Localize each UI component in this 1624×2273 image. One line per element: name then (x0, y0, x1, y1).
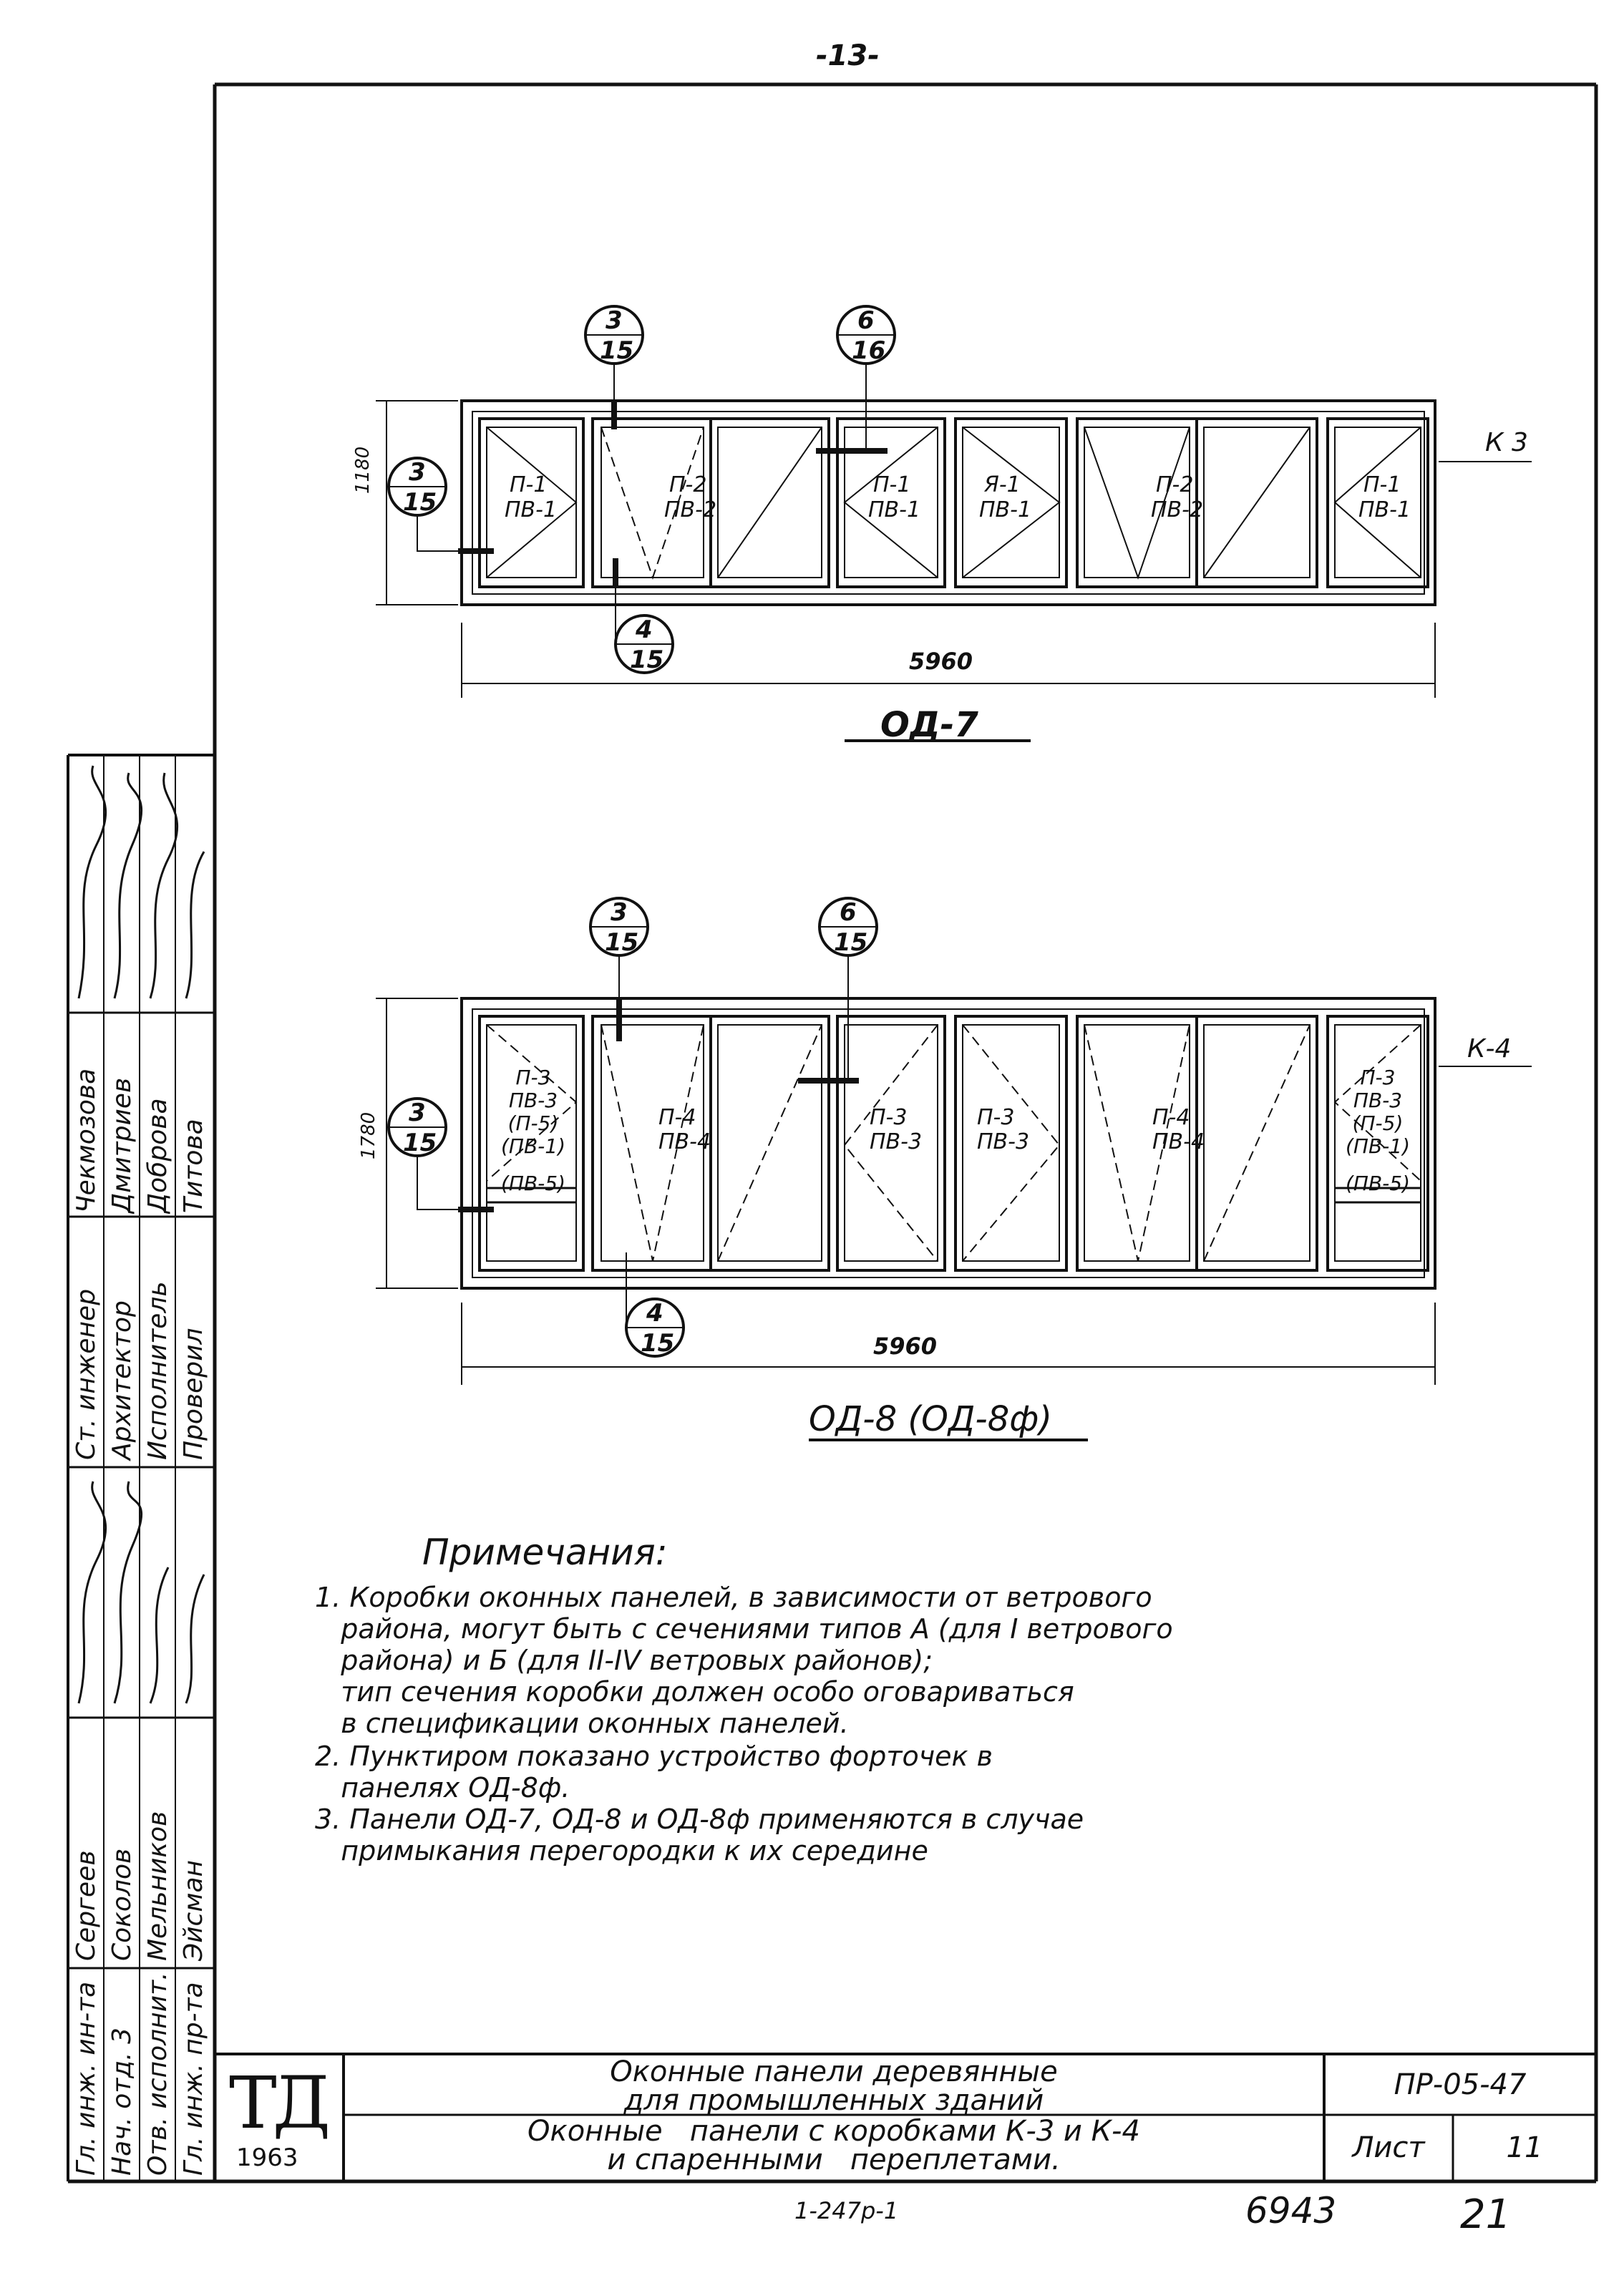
panel-label: (ПВ-5) (1345, 1172, 1411, 1195)
callout-1-den: 15 (600, 336, 634, 365)
signature-scribbles (77, 765, 205, 1704)
panel-label: ПВ-2 (664, 497, 717, 522)
note-item: 2. Пунктиром показано устройство форточе… (315, 1741, 993, 1804)
panel-label: (П-5) (507, 1111, 559, 1135)
panel-label-stack: П-3 ПВ-3 (П-5) (ПВ-1) (ПВ-5) (494, 1066, 573, 1195)
width-dimension: 5960 (873, 1333, 938, 1360)
callout-2-den: 16 (852, 336, 886, 365)
panel-label: П-3 (870, 1105, 908, 1130)
panel-label-stack: П-3 ПВ-3 (870, 1106, 922, 1154)
stamp-name: Дмитриев (107, 1077, 137, 1213)
panel-label: (П-5) (1352, 1111, 1404, 1135)
callout-3-num: 3 (409, 458, 426, 487)
panel-label: П-1 (510, 472, 548, 497)
callout-4-den: 15 (641, 1329, 675, 1358)
callout-2-den: 15 (834, 928, 868, 957)
callout-2-num: 6 (840, 898, 857, 927)
stamp-name: Чекмозова (72, 1068, 101, 1213)
width-dimension: 5960 (909, 648, 973, 675)
panel-label: ПВ-1 (868, 497, 921, 522)
panel-label: П-3 (515, 1066, 551, 1089)
drawing-title: ОД-8 (ОД-8ф) (809, 1399, 1053, 1439)
note-item: 3. Панели ОД-7, ОД-8 и ОД-8ф применяются… (315, 1804, 1084, 1866)
panel-label: (ПВ-5) (500, 1172, 566, 1195)
callout-4-num: 4 (636, 615, 653, 644)
stamp-name: Мельников (143, 1811, 172, 1961)
panel-label: П-3 (1360, 1066, 1396, 1089)
panel-label: П-1 (1363, 472, 1401, 497)
panel-label: ПВ-3 (977, 1129, 1030, 1154)
sheet-number: 11 (1506, 2131, 1543, 2164)
frame-mark: К-4 (1467, 1034, 1512, 1064)
title-sub: Оконные панели с коробками К-3 и К-4 и с… (527, 2115, 1140, 2176)
panel-label: ПВ-2 (1151, 497, 1204, 522)
drawing-code: ПР-05-47 (1394, 2068, 1527, 2101)
callout-1-num: 3 (606, 306, 623, 335)
panel-label-stack: П-4 ПВ-4 (658, 1106, 711, 1154)
callout-1-num: 3 (611, 898, 628, 927)
panel-label: ПВ-4 (1152, 1129, 1205, 1154)
callout-2-num: 6 (857, 306, 875, 335)
notes-title: Примечания: (422, 1532, 668, 1573)
callout-3-num: 3 (409, 1099, 426, 1127)
panel-label: ПВ-1 (1358, 497, 1411, 522)
panel-label: ПВ-3 (870, 1129, 923, 1154)
title-main: Оконные панели деревянные для промышленн… (610, 2055, 1058, 2117)
drawing-title: ОД-7 (880, 705, 978, 745)
panel-label: П-3 (977, 1105, 1015, 1130)
sheet-label: Лист (1352, 2131, 1425, 2164)
stamp-role: Ст. инженер (72, 1288, 101, 1460)
panel-label: (ПВ-1) (500, 1134, 566, 1158)
stamp-role: Архитектор (107, 1300, 137, 1460)
panel-label: П-2 (669, 472, 707, 497)
page-index: 21 (1460, 2191, 1512, 2238)
year: 1963 (236, 2143, 298, 2172)
stamp-name: Соколов (107, 1848, 137, 1961)
panel-label-stack: П-3 ПВ-3 (П-5) (ПВ-1) (ПВ-5) (1338, 1066, 1417, 1195)
stamp-role: Исполнитель (143, 1281, 172, 1460)
height-dimension: 1180 (352, 446, 374, 494)
stamp-role: Гл. инж. пр-та (179, 1982, 208, 2176)
stamp-role: Нач. отд. 3 (107, 2028, 137, 2176)
panel-label: П-4 (1152, 1105, 1190, 1130)
panel-label: ПВ-3 (1353, 1089, 1403, 1112)
callout-4-num: 4 (646, 1299, 663, 1328)
panel-label-stack: П-4 ПВ-4 (1152, 1106, 1205, 1154)
stamp-name: Титова (179, 1119, 208, 1213)
panel-label: ПВ-3 (508, 1089, 558, 1112)
page-number: -13- (816, 39, 880, 72)
panel-label: Я-1 (984, 472, 1021, 497)
stamp-name: Эйсман (179, 1859, 208, 1961)
stamp-name: Доброва (143, 1098, 172, 1213)
callout-3-den: 15 (403, 488, 437, 517)
frame-mark: К 3 (1485, 428, 1528, 457)
callout-3-den: 15 (403, 1129, 437, 1157)
panel-label: П-4 (658, 1105, 696, 1130)
stamp-role: Отв. исполнит. (143, 1972, 172, 2176)
callout-1-den: 15 (605, 928, 639, 957)
callout-4-den: 15 (630, 646, 664, 674)
note-item: 1. Коробки оконных панелей, в зависимост… (315, 1582, 1173, 1739)
panel-label: П-2 (1156, 472, 1194, 497)
panel-label: ПВ-1 (979, 497, 1032, 522)
stamp-role: Проверил (179, 1328, 208, 1460)
stamp-role: Гл. инж. ин-та (72, 1981, 101, 2176)
height-dimension: 1780 (358, 1111, 379, 1159)
stamp-name: Сергеев (72, 1850, 101, 1961)
panel-label: ПВ-4 (658, 1129, 711, 1154)
panel-label: П-1 (873, 472, 911, 497)
panel-label: ПВ-1 (505, 497, 558, 522)
series-number: 1-247р-1 (794, 2197, 899, 2224)
inventory-number: 6943 (1245, 2190, 1337, 2231)
panel-label-stack: П-3 ПВ-3 (977, 1106, 1029, 1154)
panel-label: (ПВ-1) (1345, 1134, 1411, 1158)
logo: ТД (229, 2061, 331, 2145)
